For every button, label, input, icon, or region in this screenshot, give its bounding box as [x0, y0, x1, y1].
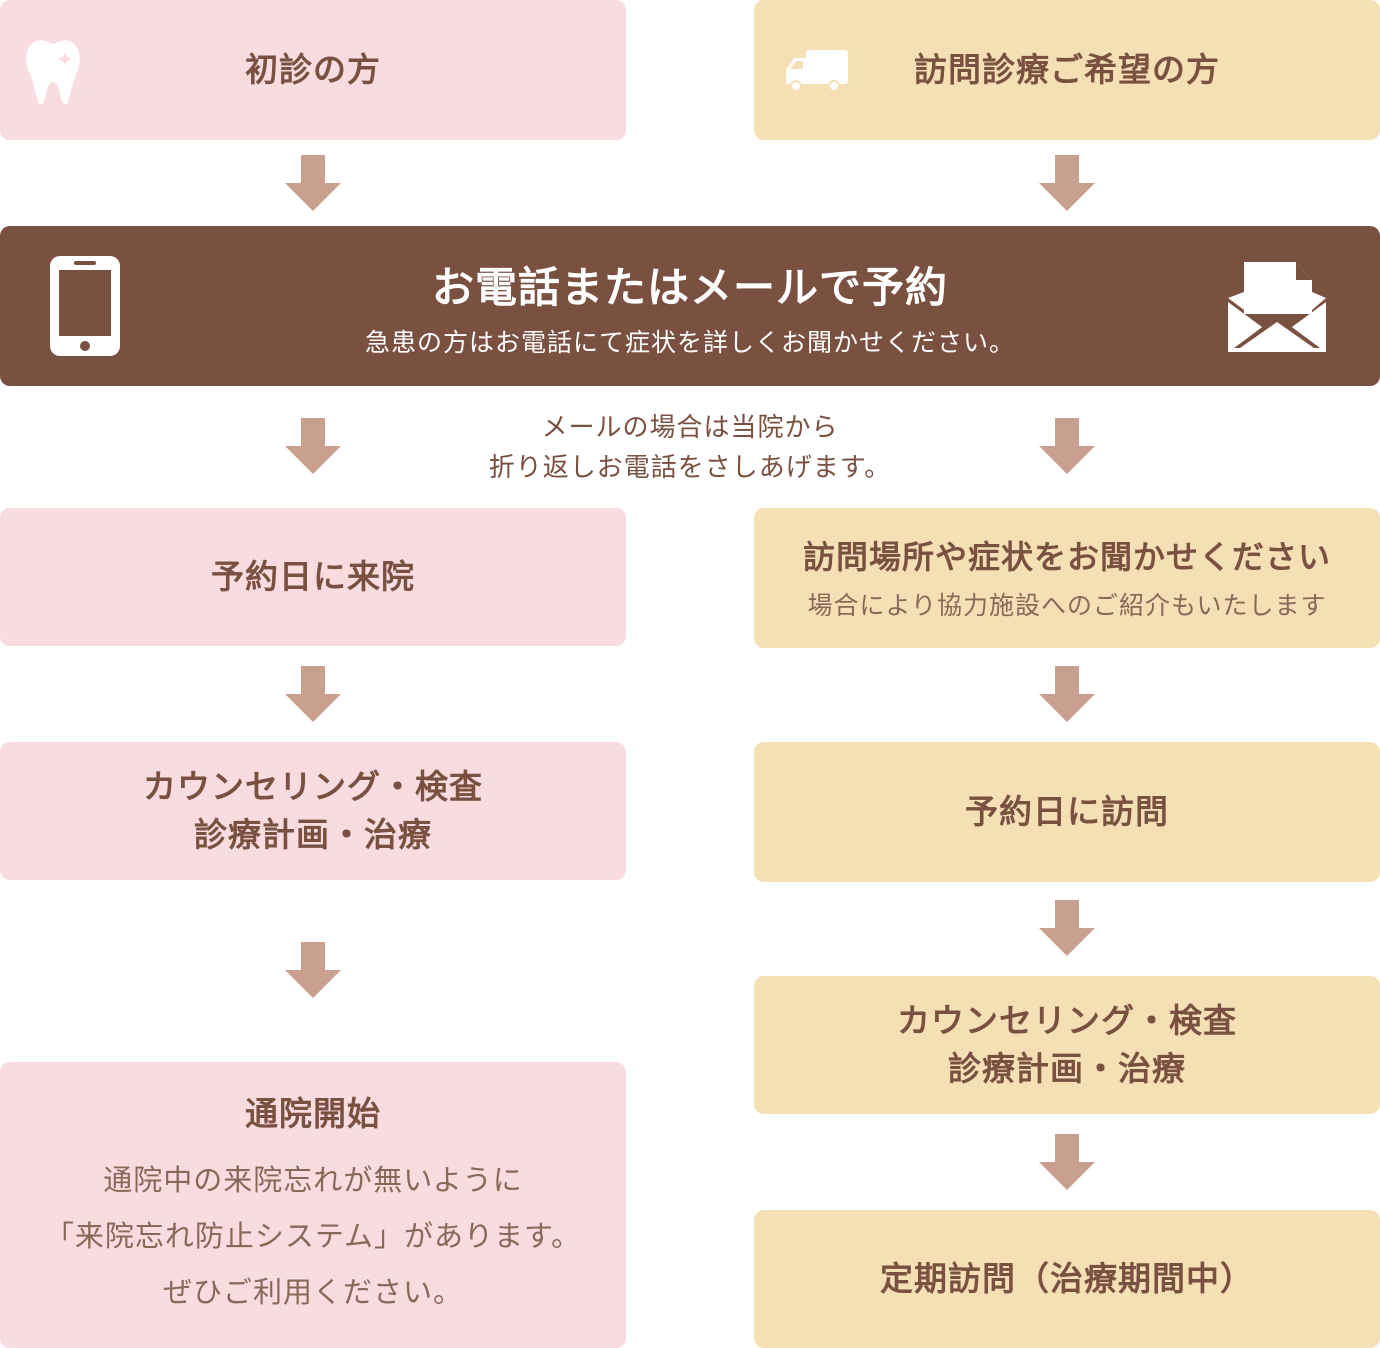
left-step-start-visits-label: 通院開始: [245, 1094, 381, 1134]
left-step-start-visits: 通院開始 通院中の来院忘れが無いように 「来院忘れ防止システム」があります。 ぜ…: [0, 1062, 626, 1348]
left-step-counseling: カウンセリング・検査 診療計画・治療: [0, 742, 626, 880]
desc-line: 通院中の来院忘れが無いように: [103, 1162, 523, 1197]
right-step-consultation-label: 訪問場所や症状をお聞かせください: [802, 537, 1331, 576]
right-step-counseling: カウンセリング・検査 診療計画・治療: [754, 976, 1380, 1114]
right-step-visit-on-date-label: 予約日に訪問: [965, 792, 1169, 832]
right-step-consultation: 訪問場所や症状をお聞かせください 場合により協力施設へのご紹介もいたします: [754, 508, 1380, 648]
desc-line: ぜひご利用ください。: [162, 1274, 463, 1309]
arrow-down-icon: [285, 942, 341, 998]
right-step-regular-visits: 定期訪問（治療期間中）: [754, 1210, 1380, 1348]
mail-note: メールの場合は当院から 折り返しお電話をさしあげます。: [440, 408, 940, 488]
mail-note-line1: メールの場合は当院から: [541, 413, 839, 443]
arrow-down-icon: [1039, 418, 1095, 474]
left-step-visit-on-date-label: 予約日に来院: [211, 557, 415, 597]
arrow-down-icon: [285, 155, 341, 211]
right-step-consultation-desc: 場合により協力施設へのご紹介もいたします: [807, 591, 1327, 621]
left-step-visit-on-date: 予約日に来院: [0, 508, 626, 646]
arrow-down-icon: [1039, 666, 1095, 722]
smartphone-icon: [50, 256, 120, 360]
right-step-visit-on-date: 予約日に訪問: [754, 742, 1380, 882]
arrow-down-icon: [1039, 1134, 1095, 1190]
first-visit-label: 初診の方: [245, 50, 381, 90]
mail-note-line2: 折り返しお電話をさしあげます。: [488, 453, 892, 483]
contact-title: お電話またはメールで予約: [431, 262, 948, 312]
tooth-icon: [24, 38, 82, 108]
arrow-down-icon: [285, 418, 341, 474]
mail-icon: [1228, 262, 1326, 356]
left-step-counseling-line2: 診療計画・治療: [194, 815, 432, 854]
truck-icon: [786, 50, 848, 96]
right-step-regular-visits-label: 定期訪問（治療期間中）: [880, 1259, 1254, 1299]
arrow-down-icon: [285, 666, 341, 722]
first-visit-header: 初診の方: [0, 0, 626, 140]
right-step-counseling-line2: 診療計画・治療: [948, 1049, 1186, 1088]
contact-reservation-bar: お電話またはメールで予約 急患の方はお電話にて症状を詳しくお聞かせください。: [0, 226, 1380, 386]
left-step-counseling-line1: カウンセリング・検査: [143, 767, 483, 807]
right-step-counseling-line1: カウンセリング・検査: [897, 1001, 1237, 1041]
desc-line: 「来院忘れ防止システム」があります。: [44, 1218, 582, 1253]
contact-subtitle: 急患の方はお電話にて症状を詳しくお聞かせください。: [364, 327, 1015, 357]
home-visit-header: 訪問診療ご希望の方: [754, 0, 1380, 140]
arrow-down-icon: [1039, 900, 1095, 956]
arrow-down-icon: [1039, 155, 1095, 211]
home-visit-label: 訪問診療ご希望の方: [914, 50, 1220, 90]
left-step-start-visits-desc: 通院中の来院忘れが無いように 「来院忘れ防止システム」があります。 ぜひご利用く…: [45, 1152, 581, 1320]
